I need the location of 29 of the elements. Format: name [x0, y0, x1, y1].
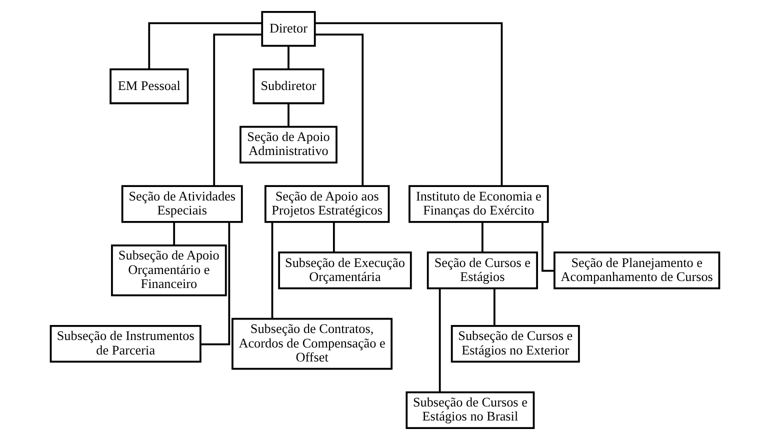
connector	[332, 222, 335, 252]
connector	[213, 34, 262, 186]
node-box: Diretor	[261, 10, 316, 47]
connector	[482, 222, 484, 252]
node-box: Subseção de Cursos e Estágios no Brasil	[406, 391, 535, 430]
node-box: Seção de Apoio Administrativo	[240, 126, 338, 164]
node-box: Subseção de Instrumentos de Parceria	[50, 324, 202, 363]
connector	[288, 46, 290, 70]
connector	[271, 222, 274, 319]
connector	[288, 104, 290, 127]
connector	[542, 222, 554, 272]
node-box: Seção de Cursos e Estágios	[426, 252, 538, 290]
node-box: Subseção de Cursos e Estágios no Exterior	[450, 324, 580, 363]
node-box: Subseção de Apoio Orçamentário e Financeiro	[111, 244, 227, 296]
connector	[148, 22, 262, 70]
node-box: Instituto de Economia e Finanças do Exército	[408, 185, 549, 223]
node-box: Seção de Planejamento e Acompanhamento de Cursos	[554, 252, 720, 290]
node-box: Subseção de Execução Orçamentária	[278, 252, 412, 290]
node-box: Subdiretor	[252, 68, 324, 104]
node-box: Seção de Apoio aos Projetos Estratégicos	[264, 185, 390, 223]
connector	[494, 288, 496, 326]
node-box: EM Pessoal	[110, 68, 189, 104]
node-box: Subseção de Contratos, Acordos de Compensação e Offset	[232, 318, 393, 370]
connector	[438, 288, 441, 392]
connector	[315, 34, 364, 186]
connector	[173, 222, 176, 246]
connector	[200, 222, 230, 346]
connector	[315, 22, 503, 186]
node-box: Seção de Atividades Especiais	[121, 185, 243, 223]
